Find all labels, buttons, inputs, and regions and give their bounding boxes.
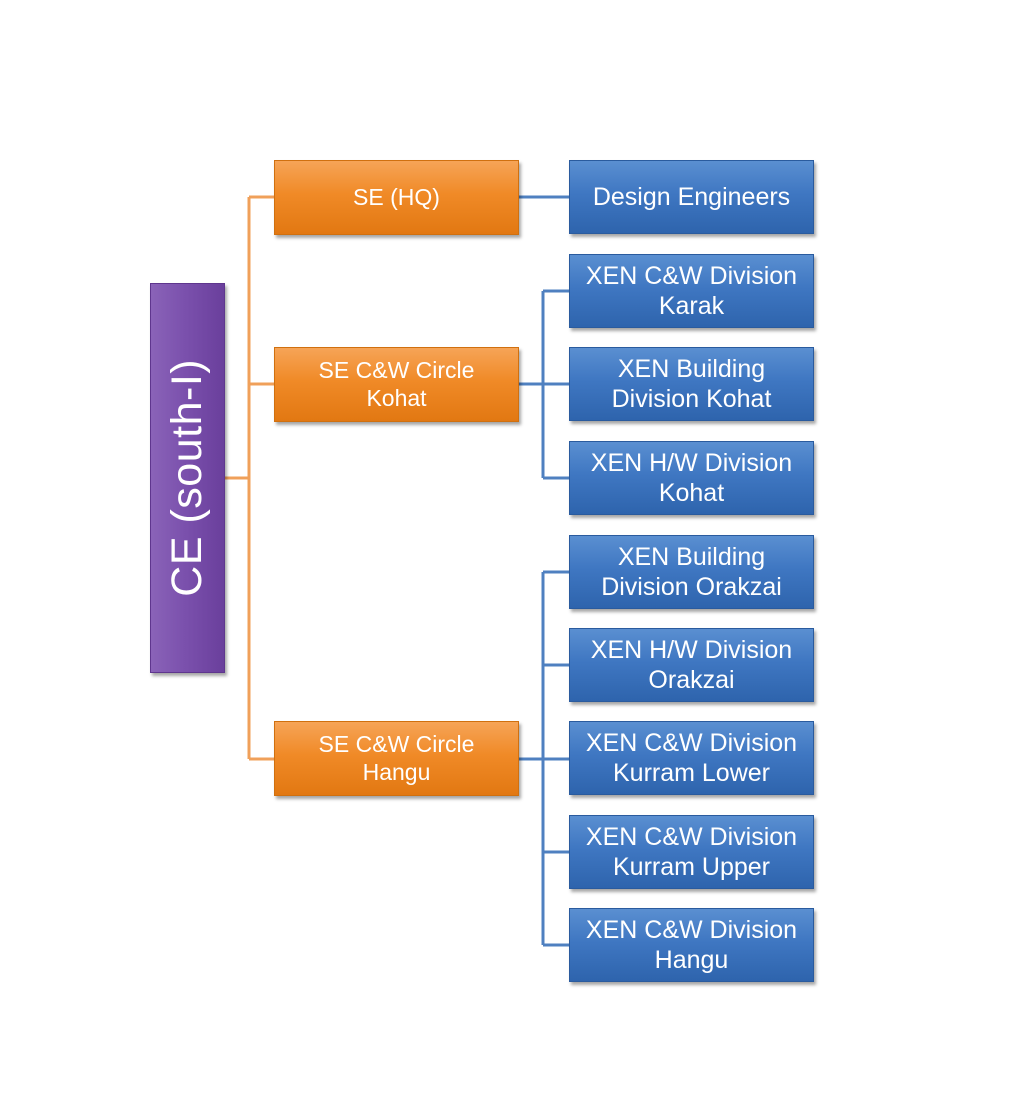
root-label: CE (south-I) xyxy=(162,359,211,597)
node-label: XEN Building Division Kohat xyxy=(611,355,772,413)
node-xen-cw-hangu: XEN C&W Division Hangu xyxy=(569,908,814,982)
node-label: XEN C&W Division Kurram Upper xyxy=(585,823,798,881)
node-xen-building-kohat: XEN Building Division Kohat xyxy=(569,347,814,421)
node-label: SE C&W Circle Kohat xyxy=(318,356,475,411)
node-label: XEN C&W Division Karak xyxy=(585,262,798,320)
node-label: XEN Building Division Orakzai xyxy=(601,543,782,601)
node-xen-building-orakzai: XEN Building Division Orakzai xyxy=(569,535,814,609)
node-xen-hw-orakzai: XEN H/W Division Orakzai xyxy=(569,628,814,702)
node-design-engineers: Design Engineers xyxy=(569,160,814,234)
node-label: XEN C&W Division Kurram Lower xyxy=(585,729,798,787)
node-label: SE (HQ) xyxy=(353,183,440,210)
node-xen-cw-karak: XEN C&W Division Karak xyxy=(569,254,814,328)
node-se-hq: SE (HQ) xyxy=(274,160,519,235)
node-label: XEN H/W Division Orakzai xyxy=(590,636,793,694)
node-label: XEN H/W Division Kohat xyxy=(590,449,793,507)
node-xen-cw-kurram-lower: XEN C&W Division Kurram Lower xyxy=(569,721,814,795)
node-se-cw-circle-kohat: SE C&W Circle Kohat xyxy=(274,347,519,422)
node-xen-cw-kurram-upper: XEN C&W Division Kurram Upper xyxy=(569,815,814,889)
node-label: XEN C&W Division Hangu xyxy=(585,916,798,974)
node-xen-hw-kohat: XEN H/W Division Kohat xyxy=(569,441,814,515)
node-label: SE C&W Circle Hangu xyxy=(318,730,475,785)
node-label: Design Engineers xyxy=(592,183,791,211)
root-node-ce-south-i: CE (south-I) xyxy=(150,283,225,673)
node-se-cw-circle-hangu: SE C&W Circle Hangu xyxy=(274,721,519,796)
